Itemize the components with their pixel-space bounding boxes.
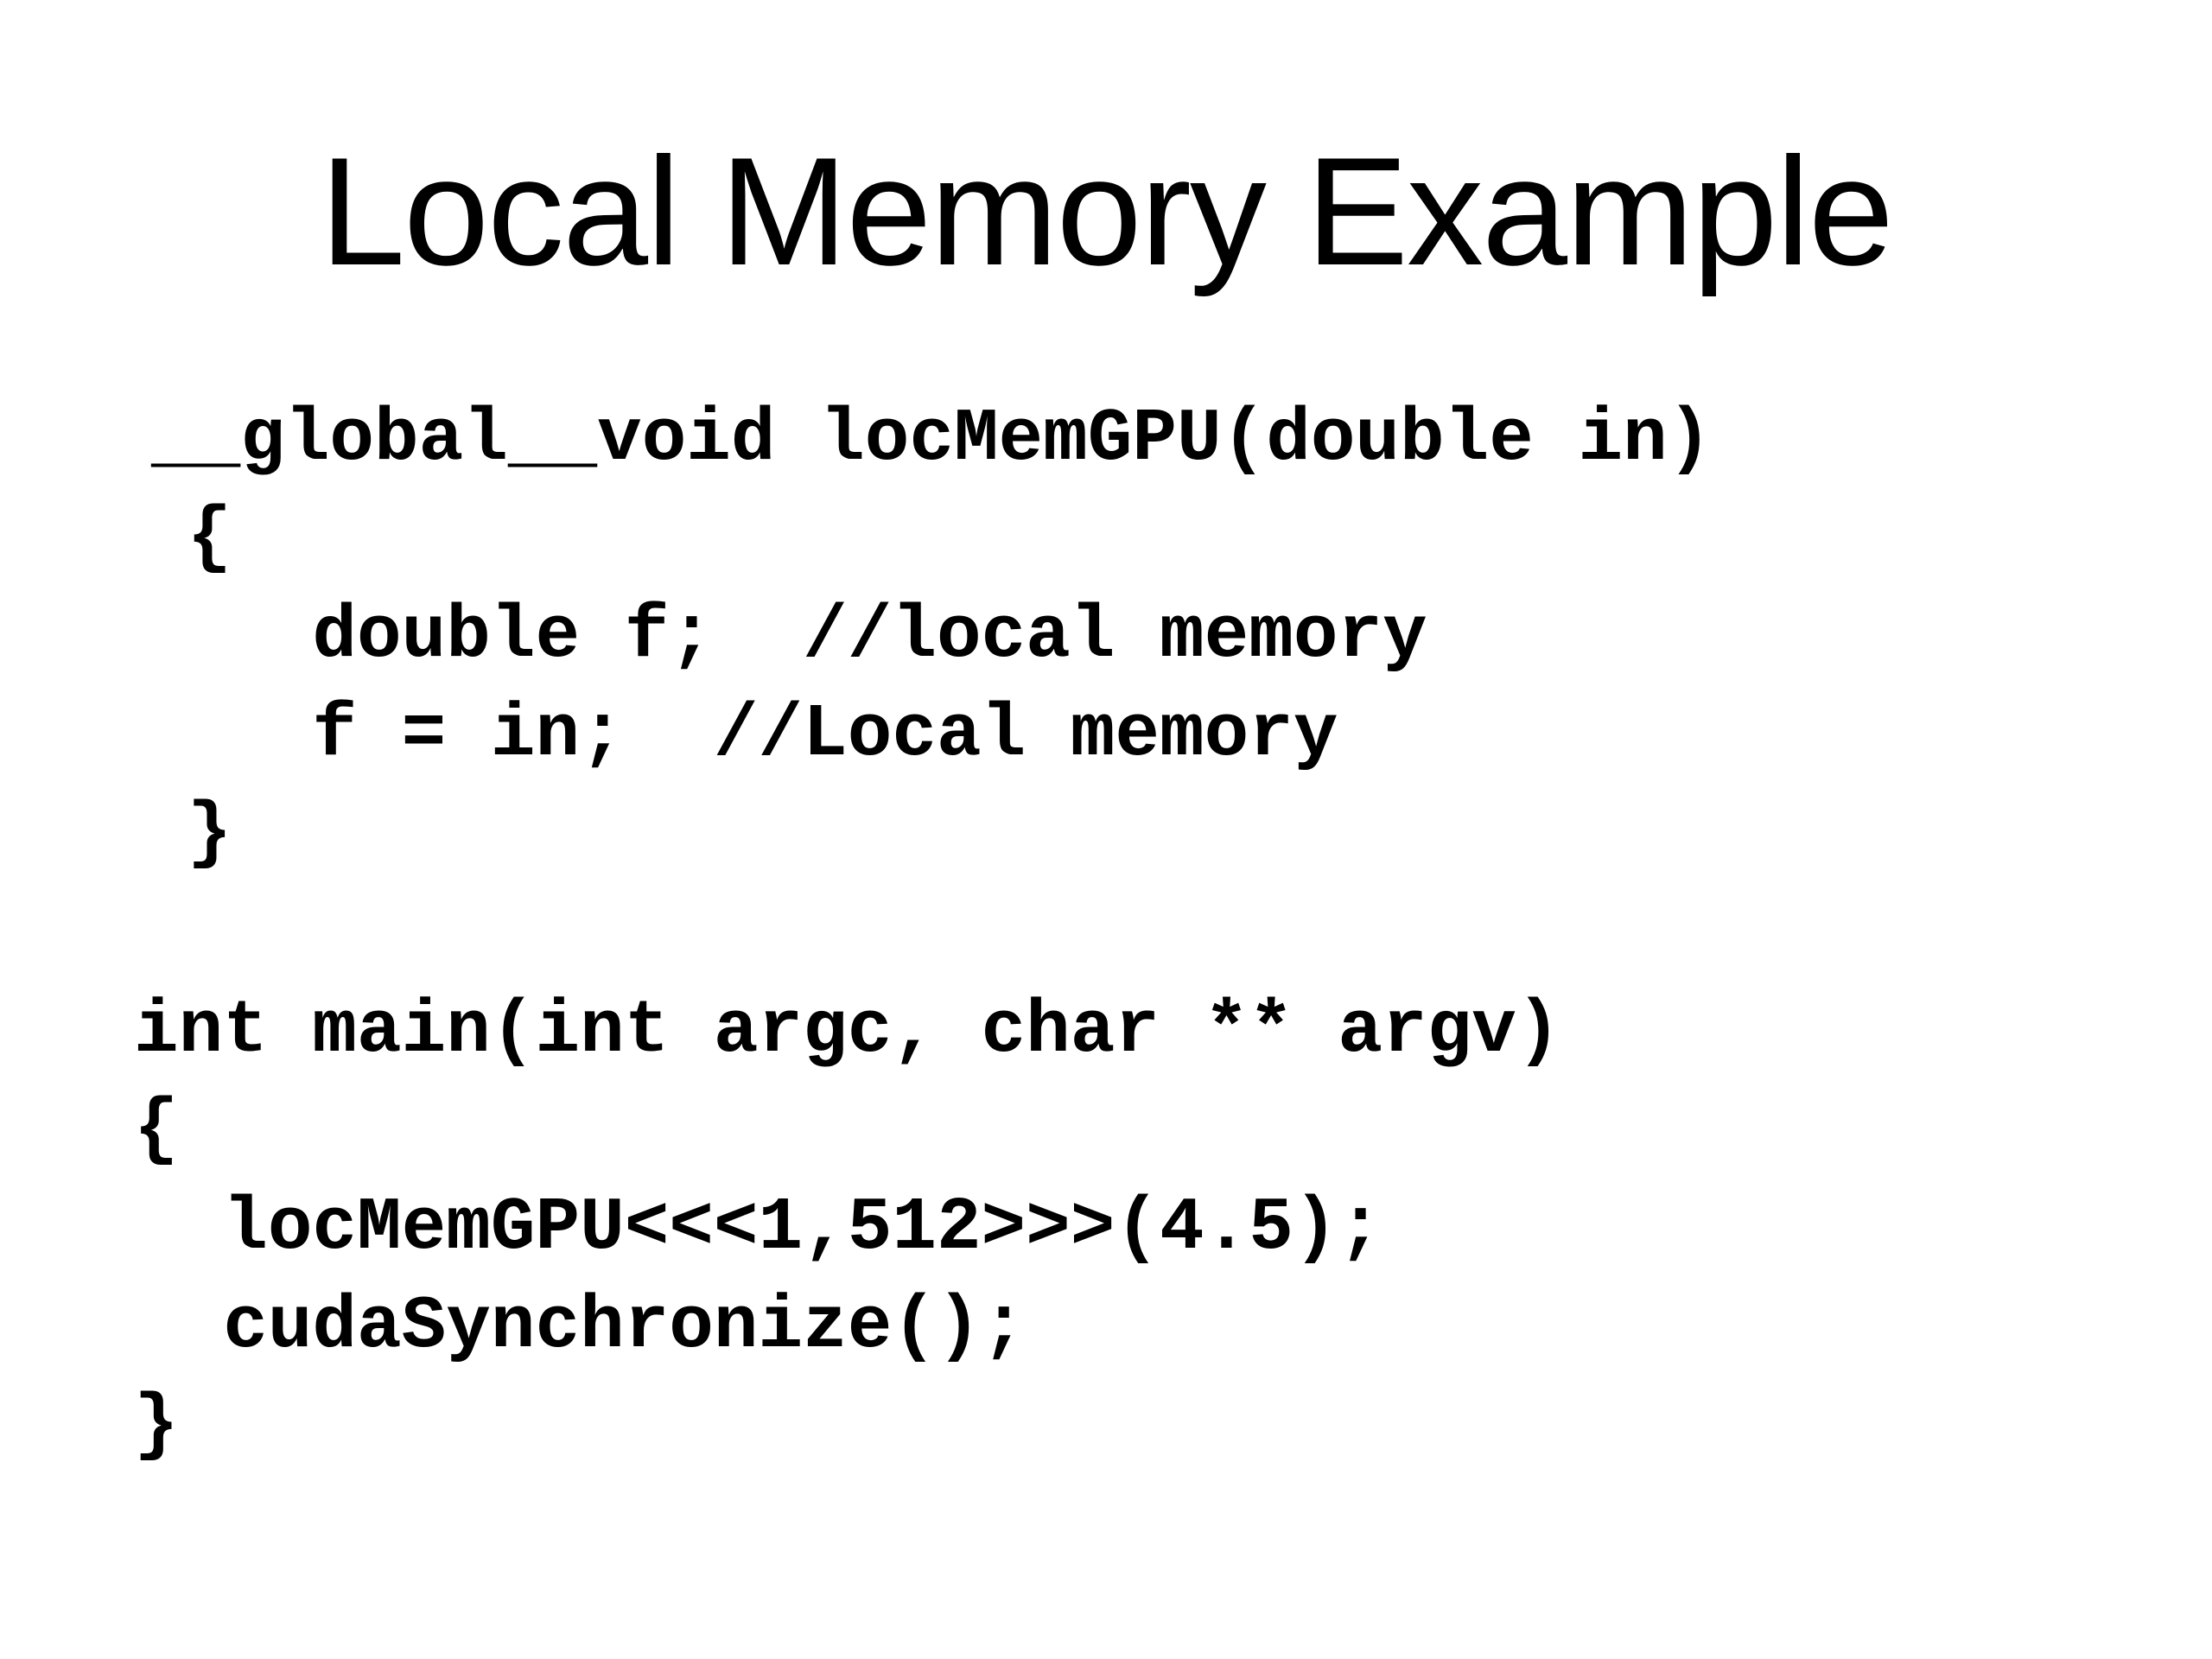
code-line-kernel-close-brace: }: [143, 791, 232, 875]
code-line-local-assignment: f = in; //Local memory: [134, 692, 1338, 777]
code-line-kernel-signature: __global__void locMemGPU(double in): [151, 397, 1713, 481]
code-line-kernel-launch: locMemGPU<<<1,512>>>(4.5);: [134, 1185, 1383, 1270]
code-line-local-declaration: double f; //local memory: [134, 594, 1427, 678]
slide-title: Local Memory Example: [320, 125, 1894, 297]
code-line-kernel-open-brace: {: [143, 495, 232, 580]
code-line-main-close-brace: }: [134, 1382, 179, 1467]
code-line-main-open-brace: {: [134, 1087, 179, 1172]
code-line-main-signature: int main(int argc, char ** argv): [134, 988, 1561, 1073]
code-line-synchronize: cudaSynchronize();: [134, 1284, 1027, 1369]
